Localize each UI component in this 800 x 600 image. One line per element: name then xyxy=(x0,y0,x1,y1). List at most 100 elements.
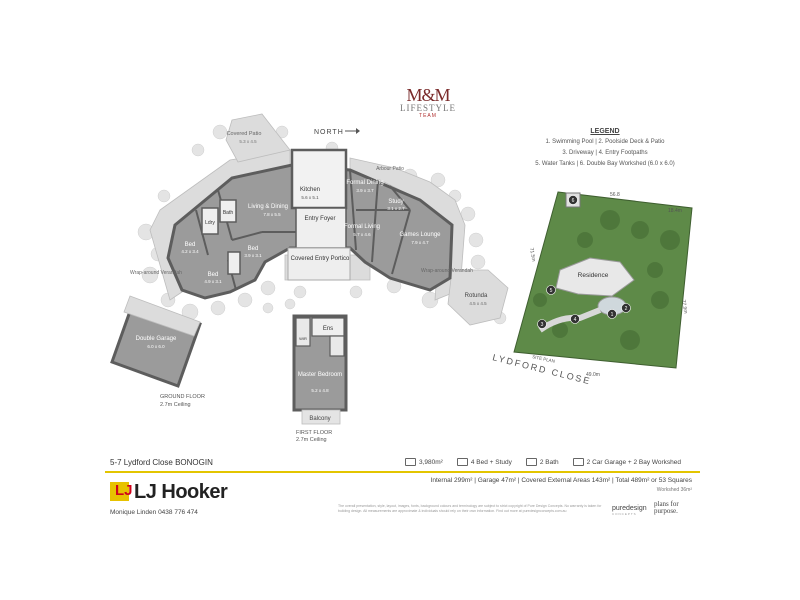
formal-dining-label: Formal Dining xyxy=(346,180,383,186)
pfp-line-1: plans for xyxy=(654,500,679,508)
garage-label: Double Garage xyxy=(136,336,177,342)
arbour-patio-label: Arbour Patio xyxy=(376,166,404,172)
marker-6 xyxy=(568,195,578,205)
bath-label: Bath xyxy=(223,210,234,216)
marker-5-text: 5 xyxy=(550,288,553,294)
covered-patio-label: Covered Patio xyxy=(227,131,262,137)
ensuite-label: Ens xyxy=(323,326,333,332)
room-labels: Kitchen 5.6 x 5.1 Entry Foyer Covered En… xyxy=(130,131,488,422)
land-icon xyxy=(405,458,416,466)
bath-icon xyxy=(525,458,537,466)
garage-stat: 2 Car Garage + 2 Bay Workshed xyxy=(572,458,682,466)
marker-1 xyxy=(607,309,617,319)
entry-foyer-label: Entry Foyer xyxy=(304,216,335,222)
brand-monogram: M&M xyxy=(406,85,450,105)
lj-hooker-logo-icon: LJ xyxy=(110,482,133,501)
property-address: 5-7 Lydford Close BONOGIN xyxy=(110,458,213,467)
bed2-dim: 4.9 x 3.1 xyxy=(204,279,222,284)
beds-value: 4 Bed + Study xyxy=(470,458,512,466)
covered-patio-dim: 5.3 x 4.5 xyxy=(239,139,257,144)
site-plan-label: SITE PLAN xyxy=(532,354,556,364)
land-stat: 3,980m² xyxy=(405,458,443,466)
car-icon xyxy=(572,458,584,466)
marker-2 xyxy=(621,303,631,313)
first-floor-plan xyxy=(292,314,348,425)
verandah-left-label: Wrap-around Verandah xyxy=(130,270,182,276)
kitchen-label: Kitchen xyxy=(300,187,320,193)
north-label: NORTH xyxy=(314,129,344,136)
garage-dim: 6.0 x 6.0 xyxy=(147,344,165,349)
site-markers xyxy=(537,195,631,329)
bed-icon xyxy=(456,458,468,466)
site-plan: 1 2 3 4 5 6 Residence SITE PLAN 56.8 18.… xyxy=(492,191,693,386)
games-lounge-dim: 7.9 x 4.7 xyxy=(411,240,429,245)
dim-top-right: 18.4m xyxy=(668,208,682,214)
formal-living-label: Formal Living xyxy=(344,224,380,230)
floor-plan-drawing: Kitchen 5.6 x 5.1 Entry Foyer Covered En… xyxy=(110,113,693,443)
laundry-label: Ldry xyxy=(205,220,215,226)
area-summary: Internal 299m² | Garage 47m² | Covered E… xyxy=(430,477,692,484)
workshed-area: Workshed 36m² xyxy=(656,487,692,493)
master-bedroom-label: Master Bedroom xyxy=(298,372,342,378)
marker-5 xyxy=(546,285,556,295)
verandah-right-label: Wrap-around Verandah xyxy=(421,268,473,274)
living-dining-dim: 7.8 x 5.5 xyxy=(263,212,281,217)
disclaimer: The overall presentation, style, layout,… xyxy=(338,504,602,513)
formal-dining-dim: 3.9 x 3.7 xyxy=(356,188,374,193)
brand-logo: M&M LIFESTYLE TEAM xyxy=(388,86,468,119)
lj-mark-text: LJ xyxy=(115,482,133,499)
marker-2-text: 2 xyxy=(625,306,628,312)
property-stats: 3,980m² 4 Bed + Study 2 Bath 2 Car Garag… xyxy=(405,458,681,466)
dim-right: 77.9m xyxy=(680,299,688,314)
footer-divider xyxy=(105,471,700,473)
pfp-line-2: purpose. xyxy=(654,507,678,515)
double-garage-plan xyxy=(110,295,202,388)
marker-6-text: 6 xyxy=(572,198,575,204)
dim-top: 56.8 xyxy=(610,192,620,198)
living-dining-label: Living & Dining xyxy=(248,204,288,210)
ground-floor-plan xyxy=(166,148,454,300)
marker-3-text: 3 xyxy=(541,322,544,328)
legend-title: LEGEND xyxy=(590,128,620,135)
ground-ceiling-label: 2.7m Ceiling xyxy=(160,402,191,408)
bed1-label: Bed xyxy=(185,242,196,248)
legend-line-1: 1. Swimming Pool | 2. Poolside Deck & Pa… xyxy=(545,139,665,145)
marker-3 xyxy=(537,319,547,329)
brand-name: LIFESTYLE xyxy=(400,103,456,113)
marker-4 xyxy=(570,314,580,324)
plans-for-purpose-logo: plans for purpose. xyxy=(654,501,679,515)
puredesign-logo: puredesign CONCEPTS xyxy=(612,505,647,516)
baths-value: 2 Bath xyxy=(539,458,559,466)
bed2-label: Bed xyxy=(208,272,219,278)
marker-4-text: 4 xyxy=(574,317,577,323)
study-dim: 3.1 x 2.7 xyxy=(387,206,405,211)
balcony-label: Balcony xyxy=(309,416,330,422)
first-ceiling-label: 2.7m Ceiling xyxy=(296,437,327,443)
bed3-dim: 3.9 x 3.1 xyxy=(244,253,262,258)
legend-line-3: 5. Water Tanks | 6. Double Bay Workshed … xyxy=(535,161,675,167)
beds-stat: 4 Bed + Study xyxy=(456,458,512,466)
legend-line-2: 3. Driveway | 4. Entry Footpaths xyxy=(562,150,648,156)
master-bedroom-dim: 5.2 x 4.8 xyxy=(311,388,329,393)
first-floor-label: FIRST FLOOR xyxy=(296,430,332,436)
floor-labels: GROUND FLOOR 2.7m Ceiling FIRST FLOOR 2.… xyxy=(160,394,332,443)
rotunda-label: Rotunda xyxy=(465,293,488,299)
study-label: Study xyxy=(388,199,403,205)
baths-stat: 2 Bath xyxy=(525,458,559,466)
formal-living-dim: 5.7 x 4.6 xyxy=(353,232,371,237)
pd-name: puredesign xyxy=(612,505,647,512)
land-value: 3,980m² xyxy=(419,458,443,466)
ground-floor-label: GROUND FLOOR xyxy=(160,394,205,400)
bed3-label: Bed xyxy=(248,246,259,252)
residence-label: Residence xyxy=(578,272,609,279)
bed1-dim: 4.2 x 3.4 xyxy=(181,249,199,254)
garage-value: 2 Car Garage + 2 Bay Workshed xyxy=(586,458,682,466)
games-lounge-label: Games Lounge xyxy=(399,232,441,238)
rotunda-dim: 4.5 x 4.5 xyxy=(469,301,487,306)
marker-1-text: 1 xyxy=(611,312,614,318)
dim-bottom: 49.0m xyxy=(586,372,600,378)
portico-label: Covered Entry Portico xyxy=(291,256,350,262)
brand-team: TEAM xyxy=(419,113,437,119)
kitchen-dim: 5.6 x 5.1 xyxy=(301,195,319,200)
